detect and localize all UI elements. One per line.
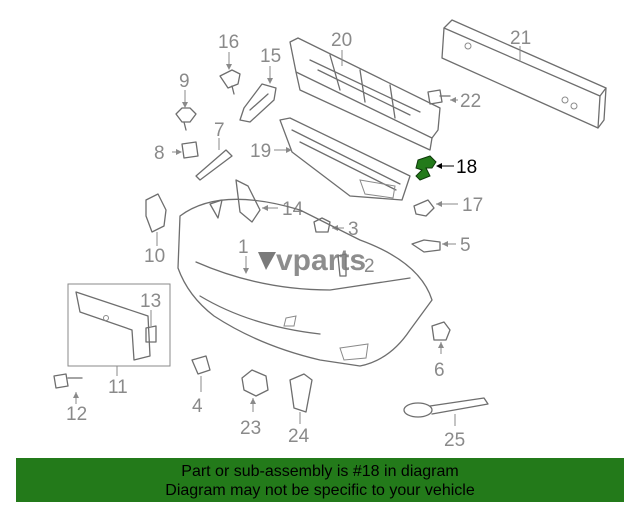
callout-14: 14 — [282, 199, 304, 220]
part-4-cover[interactable] — [191, 355, 211, 392]
parts-diagram: 21 20 22 16 15 9 8 — [53, 19, 607, 451]
callout-12: 12 — [66, 404, 87, 425]
callout-11: 11 — [108, 377, 128, 398]
part-11-license-bracket[interactable] — [67, 283, 171, 376]
callout-15: 15 — [260, 46, 281, 67]
part-23-sensor[interactable] — [241, 369, 269, 412]
part-14-bracket[interactable] — [235, 179, 278, 223]
callout-6: 6 — [434, 360, 445, 381]
part-7-strip[interactable] — [195, 138, 233, 181]
callout-25: 25 — [444, 430, 465, 451]
part-6-clip[interactable] — [431, 321, 451, 354]
part-20-absorber[interactable] — [289, 37, 441, 151]
part-15-bracket[interactable] — [239, 66, 277, 123]
callout-16: 16 — [218, 32, 239, 53]
callout-9: 9 — [179, 71, 190, 92]
callout-23: 23 — [240, 418, 261, 439]
part-16-clip[interactable] — [219, 52, 241, 95]
part-1-bumper-cover[interactable] — [177, 198, 433, 367]
part-10-lamp[interactable] — [145, 193, 167, 246]
part-18-highlighted[interactable] — [415, 155, 454, 181]
banner-line-1: Part or sub-assembly is #18 in diagram — [181, 463, 459, 480]
part-9-retainer[interactable] — [175, 90, 197, 131]
callout-3: 3 — [348, 219, 359, 240]
part-17-bulb[interactable] — [413, 199, 458, 217]
callout-18: 18 — [456, 157, 477, 178]
callout-21: 21 — [510, 28, 531, 49]
watermark-text: vparts — [276, 244, 366, 277]
callout-19: 19 — [250, 141, 271, 162]
part-22-bolt[interactable] — [427, 89, 458, 105]
callout-4: 4 — [192, 396, 203, 417]
callout-10: 10 — [144, 246, 165, 267]
callout-13: 13 — [140, 291, 161, 312]
part-25-tow-hook[interactable] — [403, 397, 489, 426]
part-13-clip[interactable] — [145, 310, 157, 343]
part-8-bolt[interactable] — [172, 141, 199, 159]
callout-7: 7 — [214, 120, 225, 141]
part-19-grille[interactable] — [274, 117, 411, 201]
callout-2: 2 — [364, 256, 375, 277]
callout-17: 17 — [462, 195, 483, 216]
part-12-bolt[interactable] — [53, 373, 83, 404]
callout-5: 5 — [460, 235, 471, 256]
fitment-banner: Part or sub-assembly is #18 in diagram D… — [16, 458, 624, 502]
callout-24: 24 — [288, 426, 310, 447]
part-21-reinforcement[interactable] — [441, 19, 607, 129]
callout-20: 20 — [331, 30, 352, 51]
part-2-bolt[interactable] — [337, 253, 347, 277]
callout-1: 1 — [238, 237, 249, 258]
callout-22: 22 — [460, 91, 481, 112]
callout-8: 8 — [154, 143, 165, 164]
part-24-bracket[interactable] — [289, 373, 313, 424]
part-5-clip[interactable] — [411, 239, 456, 253]
banner-line-2: Diagram may not be specific to your vehi… — [165, 482, 475, 499]
vparts-logo: vparts — [258, 244, 366, 277]
